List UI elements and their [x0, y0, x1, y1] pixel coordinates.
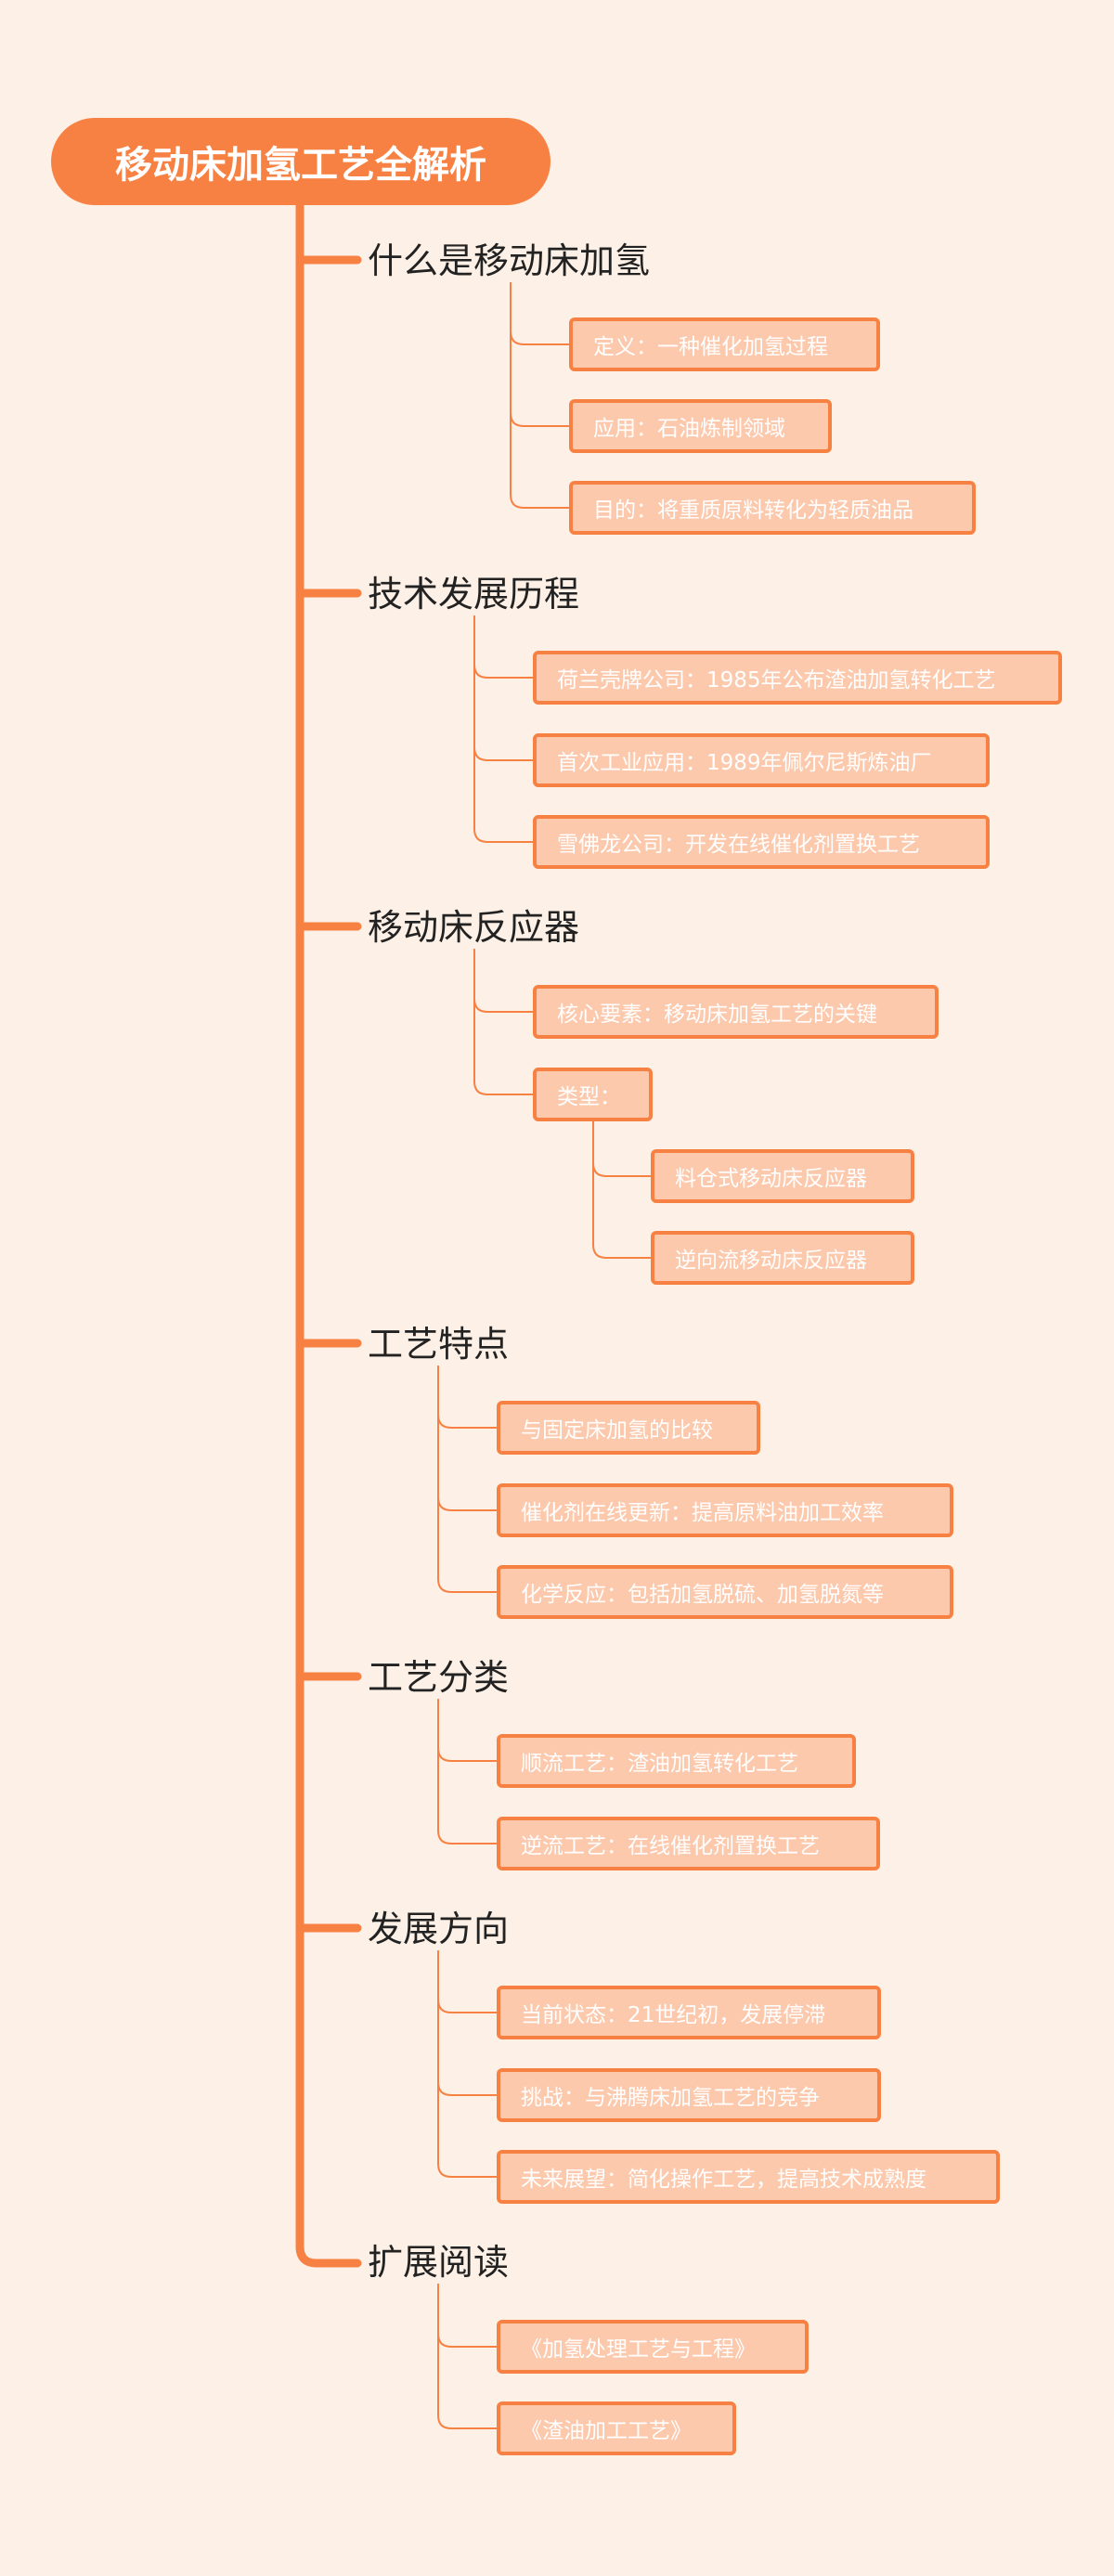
leaf-node[interactable]: 类型：	[533, 1068, 653, 1121]
branch-label: 工艺分类	[368, 1657, 510, 1698]
leaf-label: 首次工业应用：1989年佩尔尼斯炼油厂	[557, 751, 932, 775]
child-connector	[437, 1699, 498, 1762]
branch-label: 移动床反应器	[368, 907, 580, 948]
leaf-label: 目的：将重质原料转化为轻质油品	[593, 498, 913, 523]
leaf-label: 当前状态：21世纪初，发展停滞	[521, 2003, 826, 2027]
child-connector	[473, 615, 534, 679]
leaf-node[interactable]: 《渣油加工工艺》	[497, 2401, 736, 2455]
trunk-line	[295, 201, 362, 2268]
branch-label: 工艺特点	[368, 1324, 510, 1365]
branch-node[interactable]: 扩展阅读	[368, 2245, 509, 2280]
child-connector	[437, 1366, 498, 1593]
child-connector	[437, 2284, 498, 2429]
branch-label: 什么是移动床加氢	[368, 240, 651, 281]
child-connector	[437, 2284, 498, 2348]
branch-node[interactable]: 什么是移动床加氢	[368, 243, 650, 278]
leaf-node[interactable]: 与固定床加氢的比较	[497, 1401, 760, 1455]
leaf-label: 与固定床加氢的比较	[521, 1418, 713, 1443]
child-connector	[473, 949, 534, 1013]
leaf-label: 化学反应：包括加氢脱硫、加氢脱氮等	[521, 1583, 884, 1607]
child-connector	[510, 282, 570, 345]
root-title: 移动床加氢工艺全解析	[115, 144, 486, 187]
leaf-node[interactable]: 核心要素：移动床加氢工艺的关键	[533, 985, 939, 1039]
child-connector	[592, 1120, 652, 1177]
branch-node[interactable]: 移动床反应器	[368, 910, 579, 945]
child-connector	[437, 1950, 498, 2178]
leaf-node[interactable]: 荷兰壳牌公司：1985年公布渣油加氢转化工艺	[533, 651, 1062, 705]
leaf-label: 雪佛龙公司：开发在线催化剂置换工艺	[557, 833, 920, 857]
leaf-label: 逆流工艺：在线催化剂置换工艺	[521, 1834, 820, 1858]
child-connector	[437, 1366, 498, 1511]
child-connector	[510, 282, 570, 509]
branch-label: 扩展阅读	[368, 2242, 510, 2283]
branch-label: 技术发展历程	[368, 574, 580, 615]
child-connector	[510, 282, 570, 427]
leaf-label: 《加氢处理工艺与工程》	[521, 2337, 756, 2362]
branch-node[interactable]: 发展方向	[368, 1911, 509, 1947]
leaf-node[interactable]: 雪佛龙公司：开发在线催化剂置换工艺	[533, 815, 990, 869]
leaf-node[interactable]: 《加氢处理工艺与工程》	[497, 2320, 809, 2374]
child-connector	[437, 1950, 498, 2013]
leaf-node[interactable]: 首次工业应用：1989年佩尔尼斯炼油厂	[533, 733, 990, 787]
leaf-node[interactable]: 目的：将重质原料转化为轻质油品	[569, 481, 976, 535]
leaf-label: 类型：	[557, 1085, 621, 1109]
leaf-label: 顺流工艺：渣油加氢转化工艺	[521, 1752, 798, 1776]
leaf-label: 定义：一种催化加氢过程	[593, 335, 828, 359]
branch-label: 发展方向	[368, 1909, 510, 1949]
leaf-node[interactable]: 当前状态：21世纪初，发展停滞	[497, 1986, 881, 2039]
leaf-label: 挑战：与沸腾床加氢工艺的竞争	[521, 2086, 820, 2110]
child-connector	[473, 615, 534, 843]
leaf-node[interactable]: 逆流工艺：在线催化剂置换工艺	[497, 1817, 880, 1871]
branch-node[interactable]: 技术发展历程	[368, 576, 579, 612]
leaf-node[interactable]: 未来展望：简化操作工艺，提高技术成熟度	[497, 2150, 1000, 2204]
leaf-label: 催化剂在线更新：提高原料油加工效率	[521, 1501, 884, 1525]
leaf-node[interactable]: 料仓式移动床反应器	[651, 1149, 914, 1203]
child-connector	[592, 1120, 652, 1259]
leaf-label: 逆向流移动床反应器	[675, 1249, 867, 1273]
leaf-node[interactable]: 定义：一种催化加氢过程	[569, 317, 880, 371]
branch-node[interactable]: 工艺分类	[368, 1660, 509, 1695]
leaf-label: 未来展望：简化操作工艺，提高技术成熟度	[521, 2168, 926, 2192]
leaf-label: 核心要素：移动床加氢工艺的关键	[557, 1003, 877, 1027]
leaf-label: 《渣油加工工艺》	[521, 2419, 692, 2443]
leaf-node[interactable]: 逆向流移动床反应器	[651, 1231, 914, 1285]
child-connector	[473, 949, 534, 1095]
leaf-node[interactable]: 化学反应：包括加氢脱硫、加氢脱氮等	[497, 1565, 953, 1619]
leaf-node[interactable]: 应用：石油炼制领域	[569, 399, 832, 453]
child-connector	[437, 1950, 498, 2096]
leaf-label: 应用：石油炼制领域	[593, 417, 785, 441]
child-connector	[437, 1699, 498, 1845]
leaf-node[interactable]: 顺流工艺：渣油加氢转化工艺	[497, 1734, 856, 1788]
leaf-label: 料仓式移动床反应器	[675, 1167, 867, 1191]
branch-node[interactable]: 工艺特点	[368, 1327, 509, 1362]
leaf-node[interactable]: 催化剂在线更新：提高原料油加工效率	[497, 1483, 953, 1537]
child-connector	[473, 615, 534, 761]
leaf-node[interactable]: 挑战：与沸腾床加氢工艺的竞争	[497, 2068, 881, 2122]
child-connector	[437, 1366, 498, 1429]
leaf-label: 荷兰壳牌公司：1985年公布渣油加氢转化工艺	[557, 668, 996, 693]
root-node[interactable]: 移动床加氢工艺全解析	[51, 118, 551, 205]
